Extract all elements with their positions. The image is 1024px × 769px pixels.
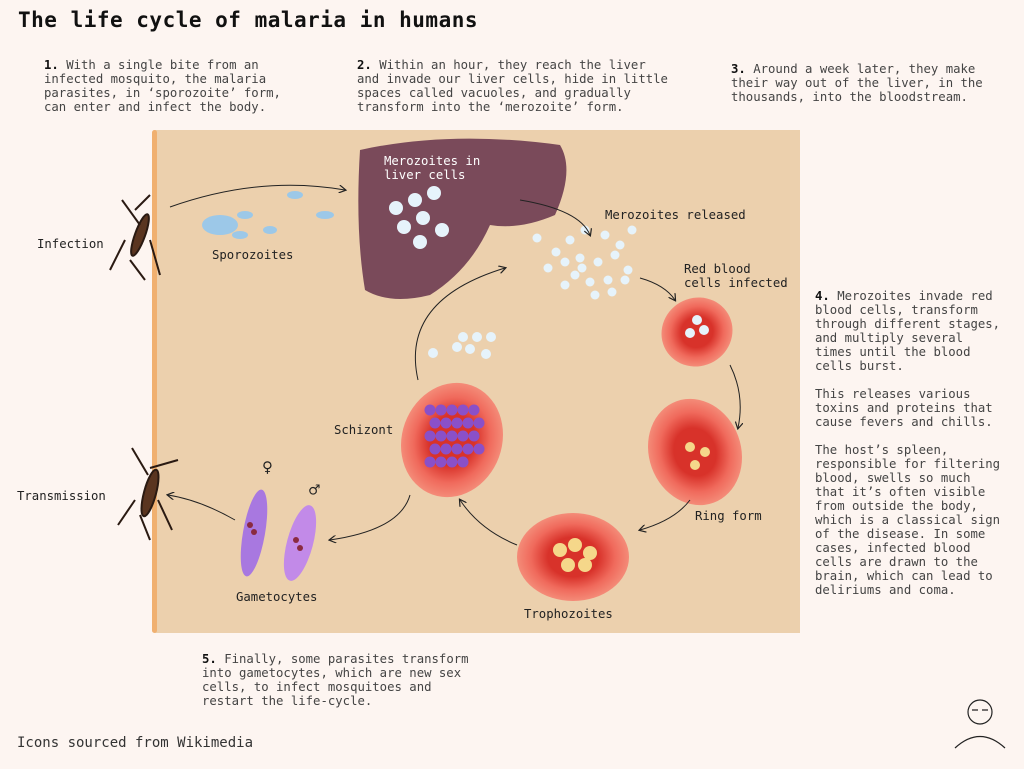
merozoite <box>575 253 585 263</box>
merozoites-burst-icon <box>428 332 496 359</box>
label-gametocytes: Gametocytes <box>236 590 318 604</box>
schizont-merozoite <box>468 430 480 442</box>
cycle-arrows <box>168 184 740 546</box>
label-merozoites-released: Merozoites released <box>605 208 746 222</box>
label-transmission: Transmission <box>17 489 106 503</box>
liver-icon <box>358 138 567 299</box>
merozoite <box>607 287 617 297</box>
merozoite <box>560 280 570 290</box>
schizont-merozoite <box>424 456 436 468</box>
merozoite <box>593 257 603 267</box>
merozoite <box>615 240 625 250</box>
merozoite <box>623 265 633 275</box>
schizont-merozoite <box>468 404 480 416</box>
merozoites-in-liver-icon <box>389 186 449 249</box>
merozoite <box>551 247 561 257</box>
rbc-infected-icon <box>661 297 733 367</box>
schizont-merozoite <box>451 443 463 455</box>
mosquito-infection-icon <box>109 194 161 281</box>
schizont-merozoite <box>440 443 452 455</box>
schizont-merozoite <box>457 430 469 442</box>
merozoite <box>600 230 610 240</box>
merozoite <box>603 275 613 285</box>
gametocyte-male-icon <box>283 505 317 581</box>
author-portrait-icon <box>954 699 1006 749</box>
merozoite <box>560 257 570 267</box>
schizont-merozoite <box>435 456 447 468</box>
schizont-merozoite <box>440 417 452 429</box>
footer-credit: Icons sourced from Wikimedia <box>17 735 254 751</box>
schizont-merozoite <box>429 443 441 455</box>
skin-edge <box>152 130 157 633</box>
female-symbol: ♀ <box>262 457 273 478</box>
label-trophozoites: Trophozoites <box>524 607 613 621</box>
label-sporozoites: Sporozoites <box>212 248 294 262</box>
schizont-merozoite <box>457 456 469 468</box>
label-rbc-infected: Red blood cells infected <box>684 262 788 290</box>
label-schizont: Schizont <box>334 423 394 437</box>
schizont-merozoite <box>451 417 463 429</box>
merozoite <box>577 263 587 273</box>
sporozoites-icon <box>202 191 334 239</box>
step-5-text: 5. Finally, some parasites transform int… <box>202 652 469 708</box>
schizont-merozoite <box>446 404 458 416</box>
schizont-merozoite <box>457 404 469 416</box>
merozoite <box>610 250 620 260</box>
schizont-merozoite <box>462 443 474 455</box>
merozoite <box>590 290 600 300</box>
merozoite <box>532 233 542 243</box>
merozoite <box>565 235 575 245</box>
trophozoites-icon <box>517 513 629 601</box>
schizont-merozoite <box>424 430 436 442</box>
schizont-merozoite <box>473 443 485 455</box>
schizont-merozoite <box>462 417 474 429</box>
merozoite <box>627 225 637 235</box>
step-4-text: 4. Merozoites invade red blood cells, tr… <box>815 289 1001 597</box>
label-merozoites-liver: Merozoites in liver cells <box>384 154 481 182</box>
ring-form-icon <box>647 398 743 506</box>
male-symbol: ♂ <box>309 480 320 501</box>
schizont-merozoite <box>435 430 447 442</box>
schizont-merozoite <box>446 430 458 442</box>
merozoite <box>570 270 580 280</box>
label-infection: Infection <box>37 237 104 251</box>
schizont-merozoite <box>429 417 441 429</box>
label-ring-form: Ring form <box>695 509 762 523</box>
schizont-merozoite <box>424 404 436 416</box>
merozoites-released-icon <box>532 225 637 300</box>
mosquito-transmission-icon <box>117 447 179 541</box>
step-2-text: 2. Within an hour, they reach the liver … <box>357 58 668 114</box>
merozoite <box>585 277 595 287</box>
page-title: The life cycle of malaria in humans <box>18 8 479 32</box>
step-3-text: 3. Around a week later, they make their … <box>731 62 983 104</box>
step-1-text: 1. With a single bite from an infected m… <box>44 58 281 114</box>
schizont-merozoite <box>446 456 458 468</box>
schizont-merozoite <box>435 404 447 416</box>
schizont-merozoite <box>473 417 485 429</box>
merozoite <box>620 275 630 285</box>
merozoite <box>543 263 553 273</box>
